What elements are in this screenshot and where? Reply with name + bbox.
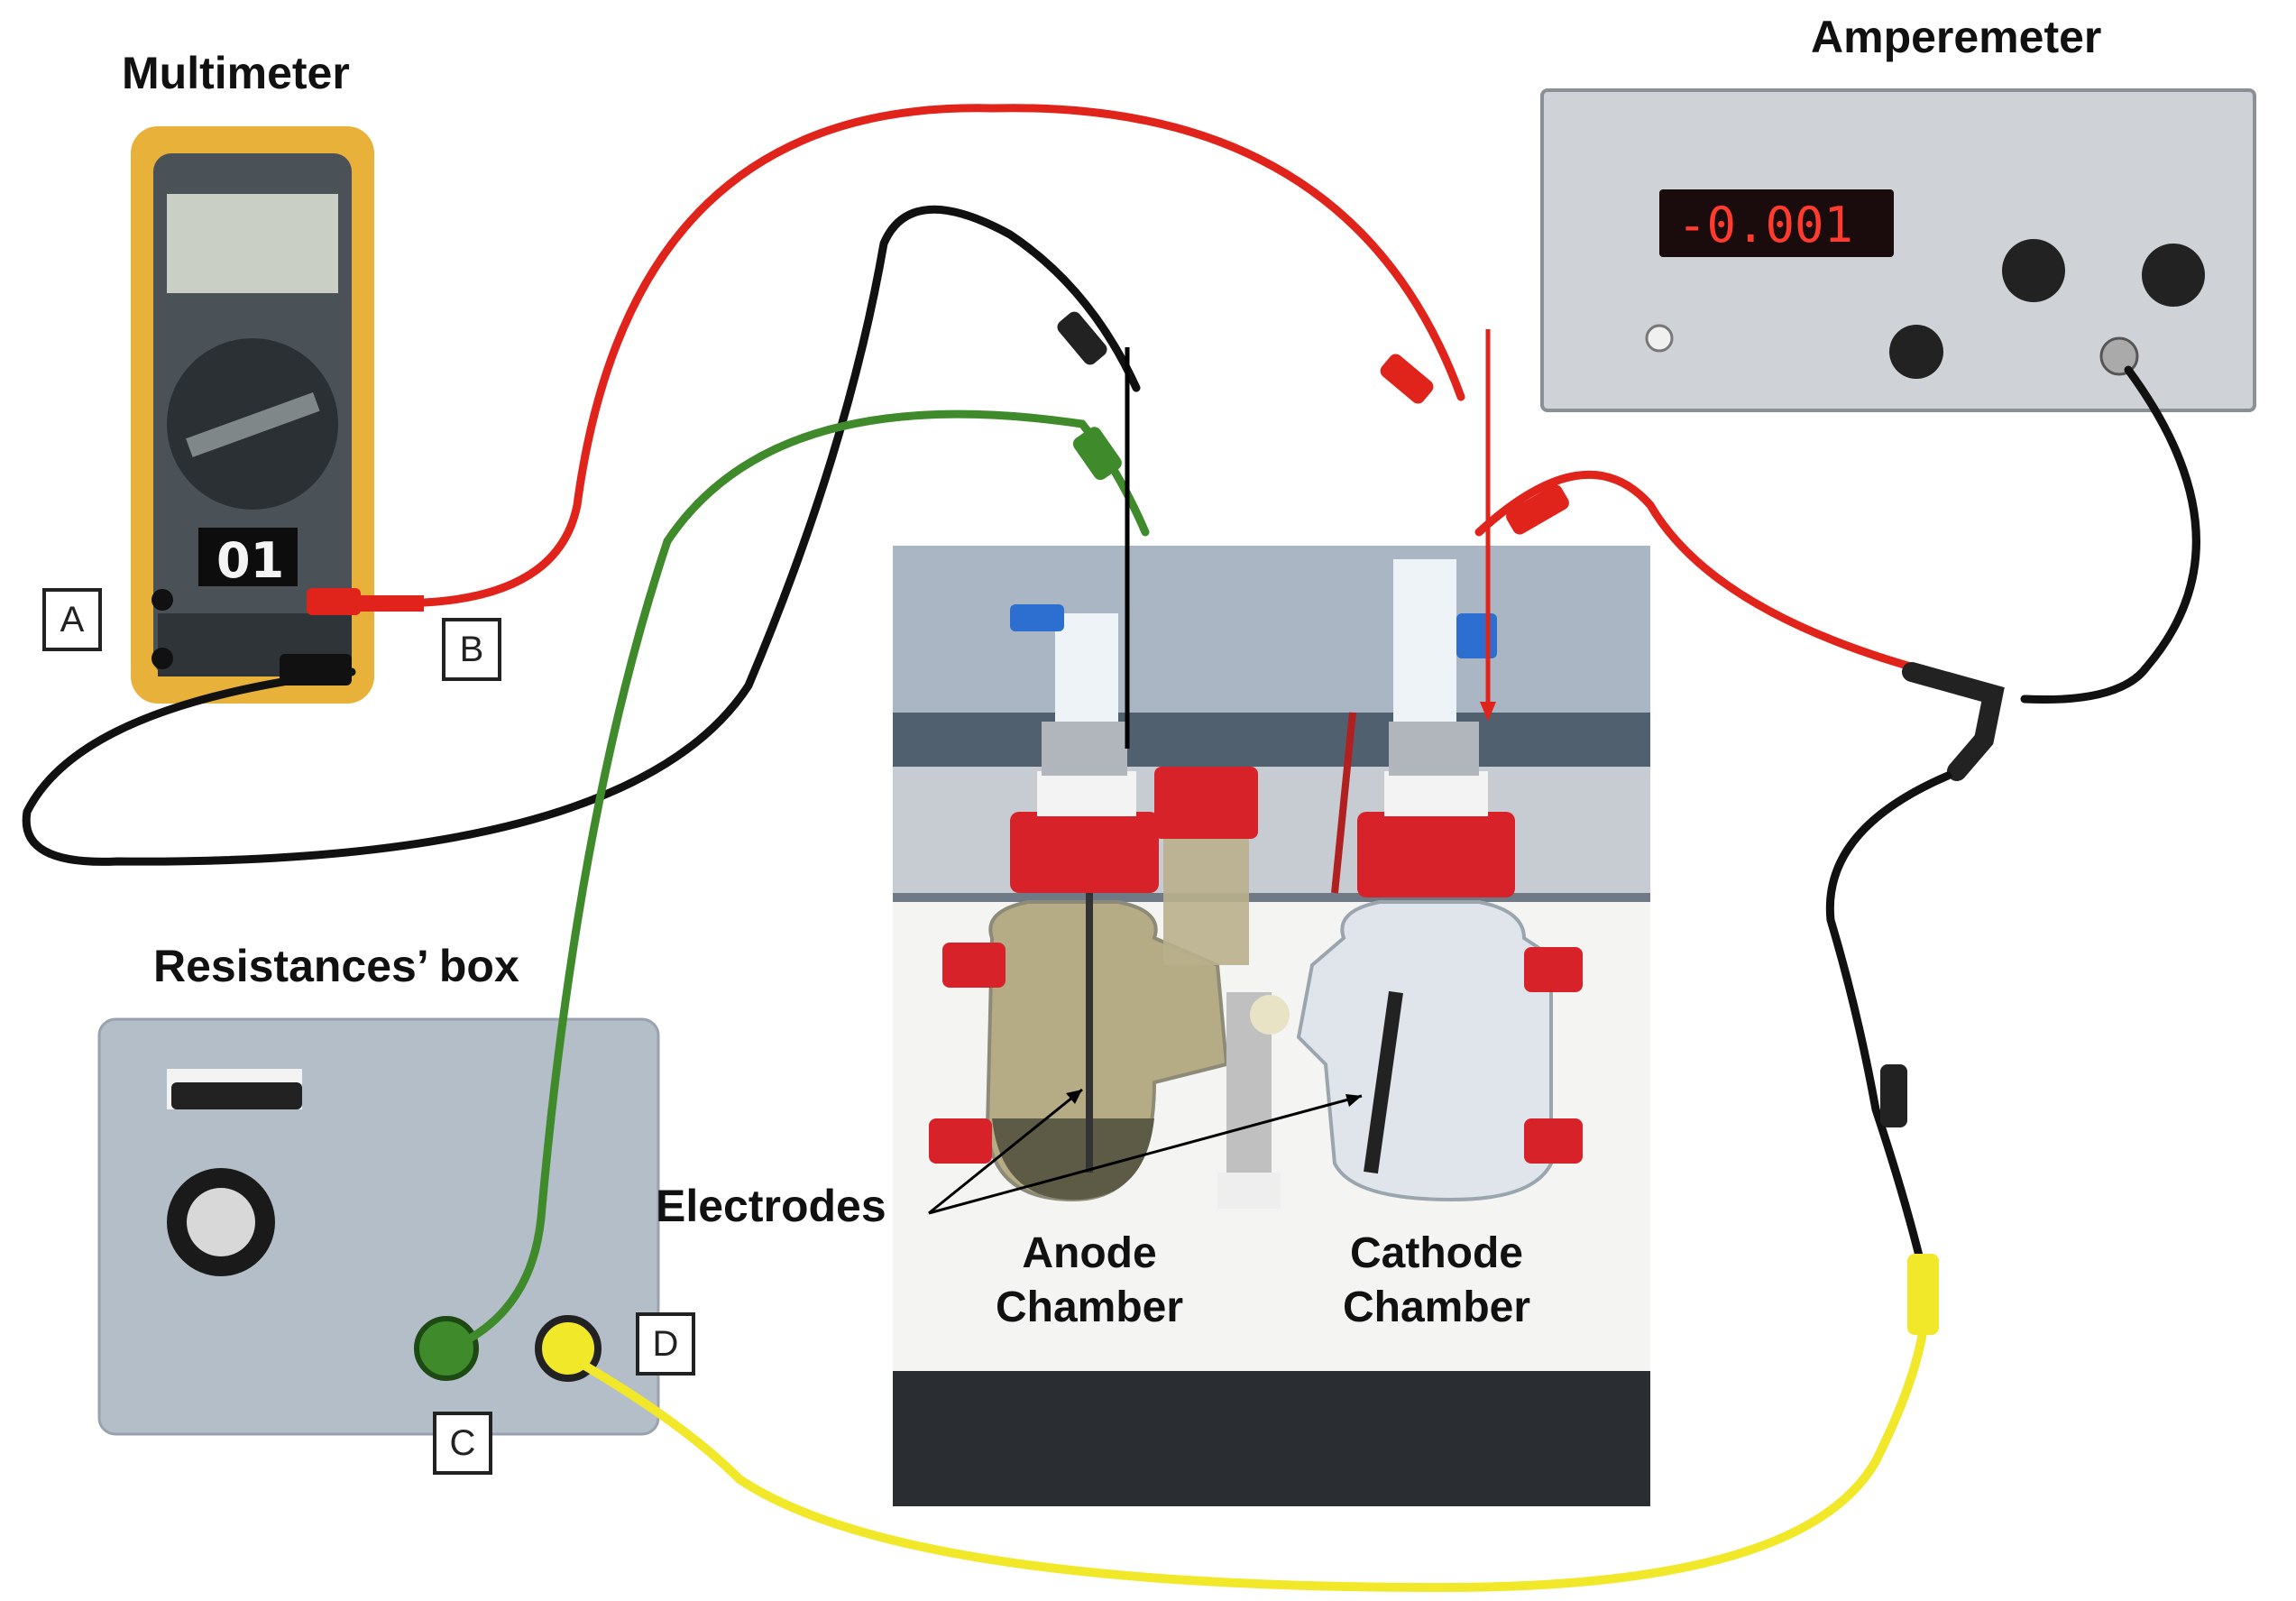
red-wire-multimeter: [419, 104, 1465, 607]
pointer-lines: [928, 329, 1496, 1215]
electrode-arrow-anode: [928, 1088, 1083, 1215]
yellow-wire: [582, 1285, 1931, 1593]
black-wire-multimeter: [22, 205, 1141, 866]
amperemeter-display: -0.001: [1677, 197, 1854, 253]
terminal-c-label: C: [433, 1412, 492, 1475]
anode-chamber-label: Anode Chamber: [995, 1229, 1184, 1331]
black-wire-amperemeter: [2020, 365, 2200, 704]
electrode-arrow-cathode: [928, 1094, 1363, 1215]
wires: [22, 104, 2200, 1593]
cathode-chamber-label: Cathode Chamber: [1342, 1229, 1531, 1331]
cathode-bottle: [1296, 559, 1583, 1202]
red-wire-cathode: [1474, 470, 1934, 676]
terminal-a-label: A: [42, 588, 102, 651]
amperemeter-label: Amperemeter: [1811, 12, 2102, 62]
lab-photo: [893, 546, 1650, 1506]
multimeter-dial-value: 01: [216, 532, 285, 589]
amperemeter-device: [1540, 88, 2256, 412]
multimeter-label: Multimeter: [122, 48, 350, 98]
resistances-box-label: Resistances’ box: [153, 941, 519, 991]
terminal-d-label: D: [636, 1312, 695, 1376]
resistance-box-device: [97, 1017, 660, 1436]
electrodes-label: Electrodes: [656, 1181, 886, 1231]
multimeter-device: [131, 126, 424, 704]
green-wire: [455, 409, 1150, 1348]
terminal-b-label: B: [442, 618, 501, 681]
